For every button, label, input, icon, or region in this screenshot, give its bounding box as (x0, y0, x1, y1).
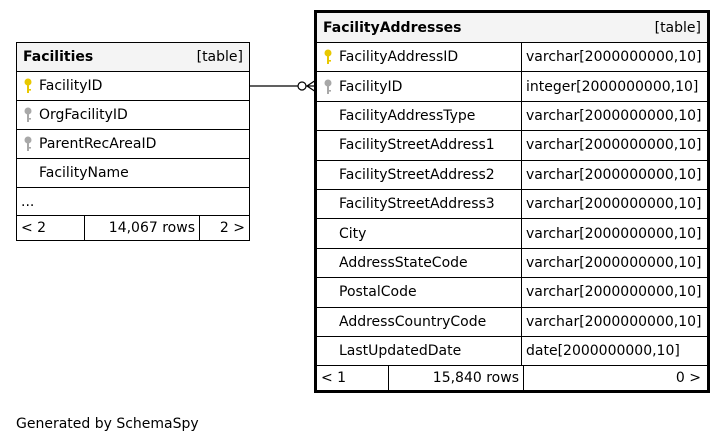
row-count: 15,840 rows (389, 366, 524, 391)
table-name: Facilities (23, 49, 94, 65)
column-row[interactable]: PostalCode varchar[2000000000,10] (317, 278, 707, 308)
table-header: Facilities [table] (17, 43, 249, 72)
column-name: FacilityAddressID (339, 49, 459, 66)
foreign-key-icon (17, 136, 39, 152)
foreign-key-icon (317, 79, 339, 95)
column-name: FacilityID (339, 78, 403, 95)
facilities-table[interactable]: Facilities [table] FacilityID OrgFacility… (16, 42, 250, 241)
column-name: FacilityID (39, 78, 103, 94)
table-name: FacilityAddresses (323, 19, 462, 36)
column-name: City (339, 225, 367, 242)
children-count[interactable]: 0 > (675, 370, 701, 387)
column-type: varchar[2000000000,10] (521, 278, 707, 307)
column-type: integer[2000000000,10] (521, 72, 707, 101)
column-row[interactable]: FacilityID (17, 72, 249, 101)
column-type: varchar[2000000000,10] (521, 43, 707, 72)
column-type: varchar[2000000000,10] (521, 219, 707, 248)
column-type: varchar[2000000000,10] (521, 160, 707, 189)
column-row[interactable]: City varchar[2000000000,10] (317, 219, 707, 249)
column-name: PostalCode (339, 284, 417, 301)
parents-count[interactable]: < 2 (17, 216, 85, 240)
facility-addresses-table[interactable]: FacilityAddresses [table] FacilityAddres… (314, 10, 710, 394)
column-name: FacilityName (39, 165, 129, 181)
column-row[interactable]: LastUpdatedDate date[2000000000,10] (317, 336, 707, 367)
row-count: 14,067 rows (85, 216, 200, 240)
table-footer: < 1 15,840 rows 0 > (317, 366, 707, 391)
column-row[interactable]: FacilityStreetAddress2 varchar[2000000000… (317, 160, 707, 190)
column-name: AddressStateCode (339, 254, 468, 271)
column-row[interactable]: AddressCountryCode varchar[2000000000,10] (317, 307, 707, 337)
table-kind: [table] (196, 49, 243, 65)
foreign-key-icon (17, 107, 39, 123)
column-row[interactable]: FacilityName (17, 159, 249, 188)
column-row[interactable]: AddressStateCode varchar[2000000000,10] (317, 248, 707, 279)
table-footer: < 2 14,067 rows 2 > (17, 216, 249, 240)
column-row[interactable]: OrgFacilityID (17, 101, 249, 130)
column-row[interactable]: FacilityStreetAddress3 varchar[2000000000… (317, 189, 707, 220)
column-name: FacilityStreetAddress1 (339, 137, 495, 154)
column-row[interactable]: FacilityID integer[2000000000,10] (317, 72, 707, 102)
column-name: OrgFacilityID (39, 107, 128, 123)
column-name: FacilityStreetAddress3 (339, 196, 495, 213)
more-columns-row: ... (17, 188, 249, 216)
column-type: varchar[2000000000,10] (521, 307, 707, 336)
primary-key-icon (317, 49, 339, 65)
column-name: ParentRecAreaID (39, 136, 157, 152)
parents-count[interactable]: < 1 (317, 366, 389, 391)
children-count[interactable]: 2 > (219, 220, 245, 236)
column-type: date[2000000000,10] (521, 336, 707, 366)
column-row[interactable]: FacilityAddressID varchar[2000000000,10] (317, 43, 707, 73)
column-type: varchar[2000000000,10] (521, 189, 707, 219)
column-type: varchar[2000000000,10] (521, 248, 707, 278)
table-kind: [table] (654, 19, 701, 36)
column-name: FacilityAddressType (339, 107, 476, 124)
table-header: FacilityAddresses [table] (317, 13, 707, 43)
more-columns-ellipsis: ... (21, 193, 35, 210)
generated-by-label: Generated by SchemaSpy (16, 416, 199, 432)
column-type: varchar[2000000000,10] (521, 101, 707, 131)
column-name: AddressCountryCode (339, 313, 487, 330)
column-row[interactable]: ParentRecAreaID (17, 130, 249, 159)
column-row[interactable]: FacilityStreetAddress1 varchar[2000000000… (317, 131, 707, 161)
column-name: FacilityStreetAddress2 (339, 166, 495, 183)
column-type: varchar[2000000000,10] (521, 131, 707, 160)
column-name: LastUpdatedDate (339, 343, 462, 360)
column-row[interactable]: FacilityAddressType varchar[2000000000,10… (317, 101, 707, 132)
primary-key-icon (17, 78, 39, 94)
